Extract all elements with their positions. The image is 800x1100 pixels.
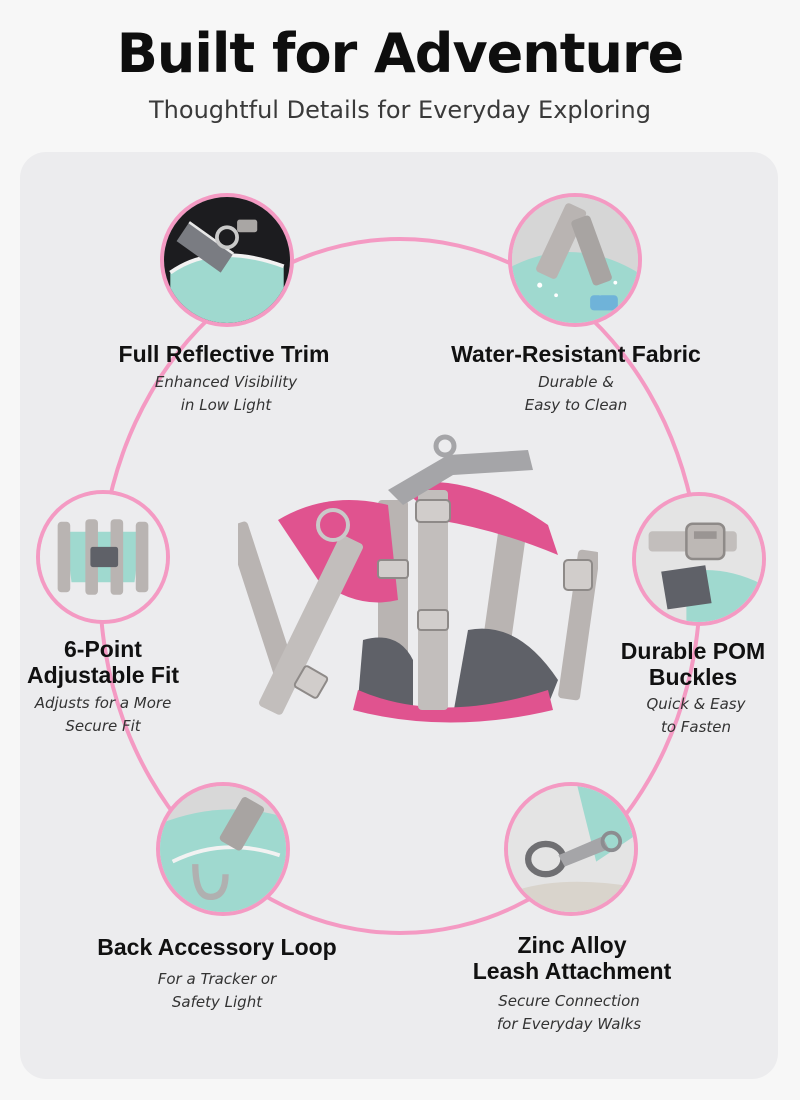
- desc-line: for Everyday Walks: [496, 1015, 642, 1033]
- desc-line: Enhanced Visibility: [154, 373, 298, 391]
- desc-line: Easy to Clean: [524, 396, 628, 414]
- desc-line: Adjusts for a More: [34, 694, 172, 712]
- desc-line: Secure Fit: [65, 717, 141, 735]
- feature-adjustable-title: 6-Point Adjustable Fit: [0, 636, 253, 688]
- feature-adjustable-desc: Adjusts for a More Secure Fit: [0, 692, 233, 738]
- page-title: Built for Adventure: [116, 22, 684, 85]
- feature-buckles-desc: Quick & Easy to Fasten: [566, 693, 800, 739]
- desc-line: For a Tracker or: [157, 970, 277, 988]
- title-line: Zinc Alloy: [517, 932, 627, 958]
- title-line: 6-Point: [64, 636, 142, 662]
- desc-line: in Low Light: [180, 396, 272, 414]
- pom-buckles-photo: [632, 492, 766, 626]
- title-line: Adjustable Fit: [26, 662, 180, 688]
- desc-line: Durable &: [538, 373, 614, 391]
- leash-attachment-photo: [504, 782, 638, 916]
- adjustable-fit-photo: [36, 490, 170, 624]
- feature-water-title: Water-Resistant Fabric: [451, 341, 701, 367]
- feature-reflective-title: Full Reflective Trim: [118, 341, 330, 367]
- title-line: Durable POM: [620, 638, 766, 664]
- desc-line: Quick & Easy: [646, 695, 746, 713]
- feature-loop-desc: For a Tracker or Safety Light: [87, 968, 347, 1014]
- feature-buckles-title: Durable POM Buckles: [543, 638, 800, 690]
- feature-reflective-desc: Enhanced Visibility in Low Light: [96, 371, 356, 417]
- feature-leash-title: Zinc Alloy Leash Attachment: [422, 932, 722, 984]
- feature-loop-title: Back Accessory Loop: [97, 934, 337, 960]
- accessory-loop-photo: [156, 782, 290, 916]
- title-line: Leash Attachment: [472, 958, 672, 984]
- feature-leash-desc: Secure Connection for Everyday Walks: [439, 990, 699, 1036]
- title-line: Buckles: [648, 664, 738, 690]
- feature-water-desc: Durable & Easy to Clean: [446, 371, 706, 417]
- water-resistant-fabric-photo: [508, 193, 642, 327]
- harness-product-image: [226, 430, 600, 740]
- desc-line: to Fasten: [660, 718, 732, 736]
- desc-line: Secure Connection: [498, 992, 640, 1010]
- page-subtitle: Thoughtful Details for Everyday Explorin…: [149, 96, 651, 124]
- desc-line: Safety Light: [171, 993, 263, 1011]
- reflective-trim-photo: [160, 193, 294, 327]
